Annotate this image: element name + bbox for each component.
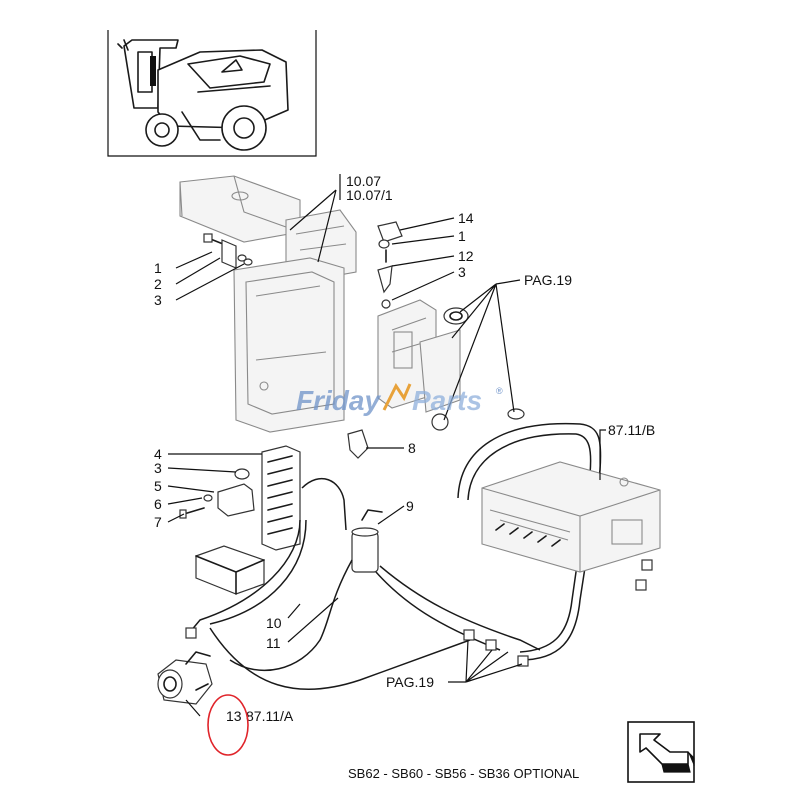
ref-page19-bottom: PAG.19: [386, 674, 434, 690]
clamp-set-right: [377, 221, 403, 309]
callout-3-right: 3: [458, 264, 466, 280]
callout-10: 10: [266, 615, 282, 631]
receiver-drier-bracket: [179, 429, 369, 595]
callout-9: 9: [406, 498, 414, 514]
ref-frame-bottom: 10.07/1: [346, 187, 393, 203]
ref-compressor: 87.11/A: [246, 708, 294, 724]
pipes-and-filter: [185, 422, 653, 691]
fastener-set-left: [203, 233, 253, 269]
ref-frame-top: 10.07: [346, 173, 381, 189]
ref-pipe: 87.11/B: [608, 422, 655, 438]
ref-page19-top: PAG.19: [524, 272, 572, 288]
leaders: [167, 174, 606, 717]
model-footer: SB62 - SB60 - SB56 - SB36 OPTIONAL: [348, 766, 579, 781]
callout-1-right: 1: [458, 228, 466, 244]
watermark-mark: ®: [496, 386, 503, 396]
callout-8: 8: [408, 440, 416, 456]
callout-labels: 10.07 10.07/1 14 1 12 3 1 2 3 PAG.19 87.…: [154, 173, 655, 724]
watermark-word1: Friday: [296, 385, 381, 416]
callout-12: 12: [458, 248, 474, 264]
callout-4: 4: [154, 446, 162, 462]
callout-1-left: 1: [154, 260, 162, 276]
watermark-swoosh-icon: [382, 383, 412, 411]
watermark-word2: Parts: [412, 385, 482, 416]
callout-2-left: 2: [154, 276, 162, 292]
next-page-arrow-icon[interactable]: [627, 721, 695, 783]
callout-14: 14: [458, 210, 474, 226]
callout-11: 11: [266, 635, 281, 651]
compressor: [157, 651, 213, 705]
frame-ghost: [179, 175, 525, 433]
callout-3-mid: 3: [154, 460, 162, 476]
callout-3-left: 3: [154, 292, 162, 308]
callout-5: 5: [154, 478, 162, 494]
machine-thumbnail: [107, 30, 317, 157]
highlight-circle: [207, 694, 249, 756]
callout-13: 13: [226, 708, 242, 724]
evaporator-box: [481, 461, 661, 573]
callout-7: 7: [154, 514, 162, 530]
watermark: Friday Parts ®: [296, 383, 503, 416]
callout-6: 6: [154, 496, 162, 512]
